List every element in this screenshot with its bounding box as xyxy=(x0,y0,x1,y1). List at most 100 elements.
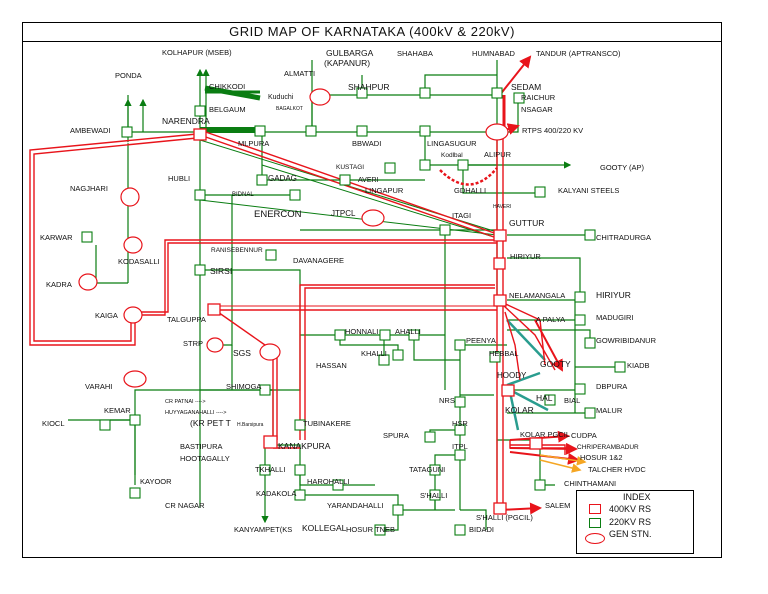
station-label: TALCHER HVDC xyxy=(588,465,646,474)
gen-station-kodasalli xyxy=(123,236,143,254)
station-label: SEDAM xyxy=(511,82,541,92)
station-label: AVERI xyxy=(358,177,379,184)
station-label: GOOTY xyxy=(540,359,571,369)
legend-label-400kv: 400KV RS xyxy=(609,504,652,514)
station-label: S'HALLI xyxy=(420,491,447,500)
station-label: DAVANAGERE xyxy=(293,256,344,265)
station-label: BELGAUM xyxy=(209,105,246,114)
station-label: AHALLI xyxy=(395,327,421,336)
legend-label-220kv: 220KV RS xyxy=(609,517,652,527)
station-label: GUTTUR xyxy=(509,218,544,228)
station-label: NRS xyxy=(439,396,455,405)
station-label: HAVERI xyxy=(493,204,511,210)
station-label: MLPURA xyxy=(238,139,269,148)
station-label: Kodlbal xyxy=(441,152,463,159)
gen-station-kaiga xyxy=(123,306,143,324)
station-label: HEBBAL xyxy=(489,349,519,358)
station-label: KANYAMPET(KS xyxy=(234,525,292,534)
lines-teal xyxy=(506,319,549,431)
station-label: CHITRADURGA xyxy=(596,233,651,242)
station-label: SIRSI xyxy=(210,266,232,276)
station-label: H.Barsipura xyxy=(237,422,264,428)
station-label: ITAGI xyxy=(452,211,471,220)
station-label: SPURA xyxy=(383,431,409,440)
lines-400kv xyxy=(29,129,570,510)
station-label: BIDADI xyxy=(469,525,494,534)
station-label: DBPURA xyxy=(596,382,627,391)
station-label: HOSUR 1&2 xyxy=(580,453,623,462)
station-label: KOLLEGAL xyxy=(302,523,347,533)
legend-swatch-220kv xyxy=(589,518,601,528)
station-label: NARENDRA xyxy=(162,116,210,126)
station-label: CUDPA xyxy=(571,431,597,440)
station-label: BAGALKOT xyxy=(276,106,303,112)
station-label: KHALLI xyxy=(361,349,387,358)
station-label: HONNALI xyxy=(345,327,378,336)
station-label: RAICHUR xyxy=(521,93,556,102)
station-label: KEMAR xyxy=(104,406,131,415)
map-frame xyxy=(22,22,722,558)
station-label: HOODY xyxy=(497,371,527,380)
station-label: HASSAN xyxy=(316,361,347,370)
station-label: VARAHI xyxy=(85,382,112,391)
station-label: NAGJHARI xyxy=(70,184,108,193)
station-label: CR NAGAR xyxy=(165,501,205,510)
station-label: MADUGIRI xyxy=(596,313,634,322)
station-label: ENERCON xyxy=(254,209,302,220)
station-label: KAYOOR xyxy=(140,477,172,486)
station-label: (KAPANUR) xyxy=(324,58,370,68)
gen-station-almatti xyxy=(309,88,331,106)
legend: INDEX 400KV RS 220KV RS GEN STN. xyxy=(576,490,694,554)
station-label: KANAKPURA xyxy=(278,441,331,451)
station-label: KIOCL xyxy=(42,419,65,428)
station-label: TANDUR (APTRANSCO) xyxy=(536,49,621,58)
station-label: SHIMOGA xyxy=(226,382,261,391)
station-label: BIDNAL xyxy=(232,192,254,198)
substations-220kv xyxy=(81,87,626,536)
substations-400kv xyxy=(193,128,543,515)
station-label: KAIGA xyxy=(95,311,118,320)
station-label: RTPS 400/220 KV xyxy=(522,126,583,135)
station-label: HIRIYUR xyxy=(510,252,541,261)
station-label: GOWRIBIDANUR xyxy=(596,336,657,345)
station-label: GOOTY (AP) xyxy=(600,163,645,172)
gen-station-varahi xyxy=(123,370,147,388)
gen-station-strp xyxy=(206,337,224,353)
station-label: KOLAR PGCIL xyxy=(520,430,570,439)
gen-station-nagjhari xyxy=(120,187,140,207)
station-label: ALMATTI xyxy=(284,69,315,78)
station-label: MALUR xyxy=(596,406,623,415)
legend-swatch-400kv xyxy=(589,504,601,514)
station-label: KADAKOLA xyxy=(256,489,296,498)
station-label: STRP xyxy=(183,339,203,348)
lines-thick-220kv xyxy=(200,85,262,133)
generating-stations xyxy=(78,88,509,388)
station-label: JTPCL xyxy=(331,209,356,218)
station-label: BIAL xyxy=(564,396,580,405)
station-label: (KR PET T xyxy=(190,418,231,428)
station-label: PONDA xyxy=(115,71,142,80)
station-label: YARANDAHALLI xyxy=(327,501,384,510)
station-label: HUYYAGANAHALLI ----> xyxy=(165,410,226,416)
station-label: PEENYA xyxy=(466,336,496,345)
lines-orange xyxy=(539,454,587,473)
gen-station-jtpcl xyxy=(361,209,385,227)
station-label: S'HALLI (PGCIL) xyxy=(476,513,533,522)
station-label: GDHALLI xyxy=(454,186,486,195)
title-band xyxy=(22,22,722,42)
station-label: HSR xyxy=(452,419,468,428)
station-label: BBWADI xyxy=(352,139,381,148)
station-label: SALEM xyxy=(545,501,570,510)
station-label: HAL xyxy=(536,393,553,403)
gen-station-sgs xyxy=(259,343,281,361)
station-label: KADRA xyxy=(46,280,72,289)
legend-label-gen-stn: GEN STN. xyxy=(609,529,652,539)
station-label: NSAGAR xyxy=(521,105,553,114)
station-label: TATAGUNI xyxy=(409,465,445,474)
station-label: CHRIPERAMBADUR xyxy=(577,444,639,451)
map-title: GRID MAP OF KARNATAKA (400kV & 220kV) xyxy=(229,24,515,39)
station-label: CR PATNAI ----> xyxy=(165,399,206,405)
station-label: BASTIPURA xyxy=(180,442,223,451)
station-label: KOLAR xyxy=(505,405,534,415)
